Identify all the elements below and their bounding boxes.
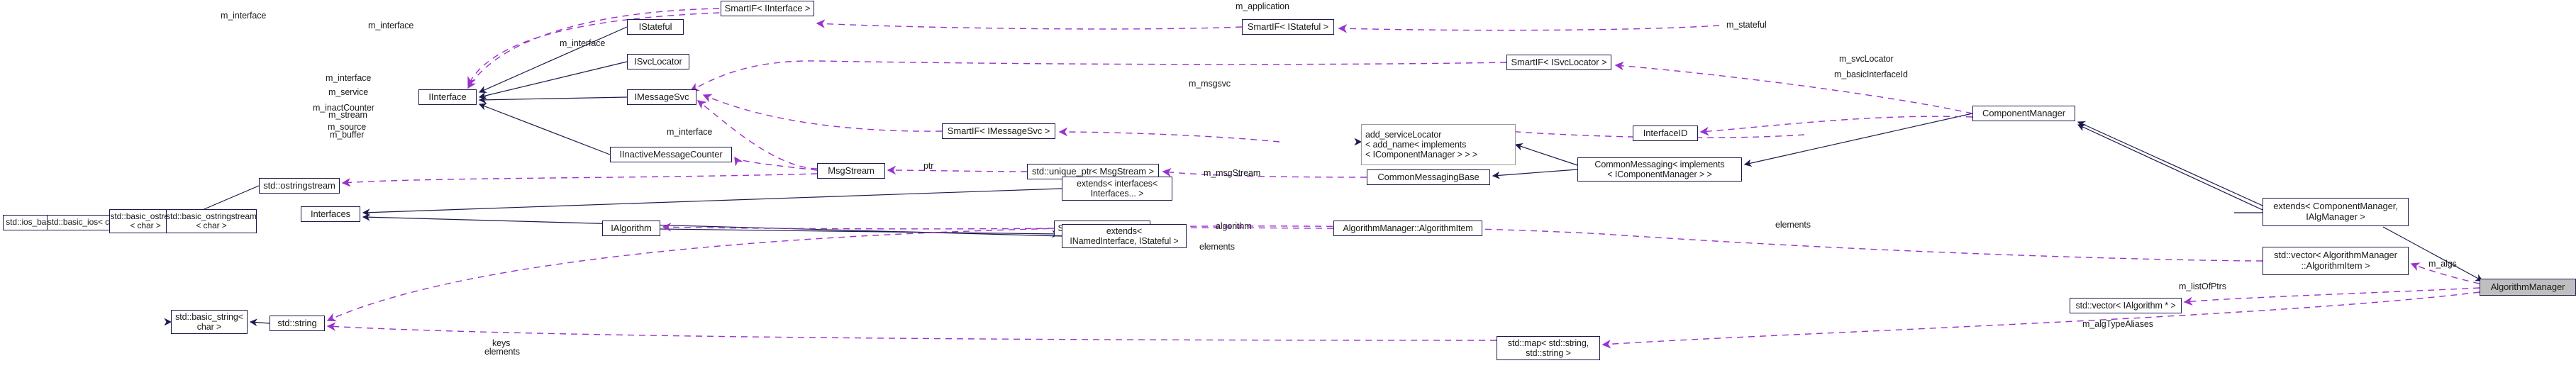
node-imessagesvc[interactable]: IMessageSvc xyxy=(627,89,696,105)
edge-label-m-stateful: m_stateful xyxy=(1726,20,1767,30)
edge-label-elements-3: elements xyxy=(484,347,520,357)
node-smartif-istateful[interactable]: SmartIF< IStateful > xyxy=(1242,19,1334,35)
edge-label-m-source: m_source xyxy=(328,122,367,132)
edge-label-elements-2: elements xyxy=(1199,242,1235,252)
node-algorithmmanager-current[interactable]: AlgorithmManager xyxy=(2480,279,2576,296)
node-vector-ialgorithm-ptr[interactable]: std::vector< IAlgorithm * > xyxy=(2070,298,2182,313)
node-ialgorithm[interactable]: IAlgorithm xyxy=(602,221,660,236)
edge-label-m-application: m_application xyxy=(1236,1,1289,11)
edge-label-m-interface-2: m_interface xyxy=(368,21,414,30)
node-componentmanager[interactable]: ComponentManager xyxy=(1972,106,2075,121)
edge-label-m-stream: m_stream xyxy=(328,110,367,120)
node-smartif-iinterface[interactable]: SmartIF< IInterface > xyxy=(721,1,814,16)
edge-label-m-msgstream: m_msgStream xyxy=(1204,168,1261,178)
node-commonmessagingbase[interactable]: CommonMessagingBase xyxy=(1367,169,1490,185)
edge-label-m-interface-3: m_interface xyxy=(560,38,606,48)
edge-label-m-algs: m_algs xyxy=(2428,259,2457,269)
node-extends-interfaces[interactable]: extends< interfaces< Interfaces... > xyxy=(1062,177,1172,201)
node-interfaces[interactable]: Interfaces xyxy=(301,206,360,222)
node-extends-componentmanager-ialgmanager[interactable]: extends< ComponentManager, IAlgManager > xyxy=(2263,198,2409,226)
edge-label-elements-1: elements xyxy=(1775,220,1811,230)
node-msgstream[interactable]: MsgStream xyxy=(817,163,885,179)
edge-label-m-svclocator: m_svcLocator xyxy=(1839,54,1894,64)
edge-label-m-listofptrs: m_listOfPtrs xyxy=(2179,281,2226,291)
node-commonmessaging-implements[interactable]: CommonMessaging< implements < IComponent… xyxy=(1577,157,1742,182)
node-ios-base[interactable]: std::ios_base xyxy=(3,215,58,230)
edge-label-m-interface-4: m_interface xyxy=(326,73,372,83)
node-map-string-string[interactable]: std::map< std::string, std::string > xyxy=(1497,336,1600,360)
node-add-servicelocator[interactable]: add_serviceLocator < add_name< implement… xyxy=(1361,124,1516,165)
node-extends-inamedinterface-istateful[interactable]: extends< INamedInterface, IStateful > xyxy=(1062,224,1187,248)
node-isvclocator[interactable]: ISvcLocator xyxy=(627,54,689,69)
node-smartif-imessagesvc[interactable]: SmartIF< IMessageSvc > xyxy=(942,123,1055,139)
edge-label-m-msgsvc: m_msgsvc xyxy=(1189,79,1231,89)
node-smartif-isvclocator[interactable]: SmartIF< ISvcLocator > xyxy=(1506,55,1611,70)
edge-label-m-interface-1: m_interface xyxy=(221,11,267,21)
node-std-string[interactable]: std::string xyxy=(270,316,325,331)
edge-label-m-buffer: m_buffer xyxy=(330,130,365,140)
node-ostringstream[interactable]: std::ostringstream xyxy=(259,178,340,194)
node-iinactivemessagecounter[interactable]: IInactiveMessageCounter xyxy=(610,147,732,162)
edge-label-algorithm: algorithm xyxy=(1216,221,1252,231)
node-basic-string[interactable]: std::basic_string< char > xyxy=(171,310,248,334)
edge-label-m-interface-5: m_interface xyxy=(667,127,713,137)
node-vector-algorithmitem[interactable]: std::vector< AlgorithmManager ::Algorith… xyxy=(2263,247,2409,275)
edge-label-m-algtypealiases: m_algTypeAliases xyxy=(2082,319,2153,329)
edge-label-m-basicinterfaceid: m_basicInterfaceId xyxy=(1834,69,1908,79)
node-interfaceid[interactable]: InterfaceID xyxy=(1633,126,1698,141)
node-unique-ptr-msgstream[interactable]: std::unique_ptr< MsgStream > xyxy=(1027,164,1159,179)
node-iinterface[interactable]: IInterface xyxy=(418,89,477,105)
edge-label-m-inactcounter: m_inactCounter xyxy=(313,103,374,113)
node-algorithmmanager-algorithmitem[interactable]: AlgorithmManager::AlgorithmItem xyxy=(1333,221,1482,236)
node-basic-ostringstream[interactable]: std::basic_ostringstream < char > xyxy=(166,209,257,233)
node-istateful[interactable]: IStateful xyxy=(627,19,684,35)
edge-label-m-service: m_service xyxy=(328,87,369,97)
edge-label-ptr: ptr xyxy=(923,161,934,171)
